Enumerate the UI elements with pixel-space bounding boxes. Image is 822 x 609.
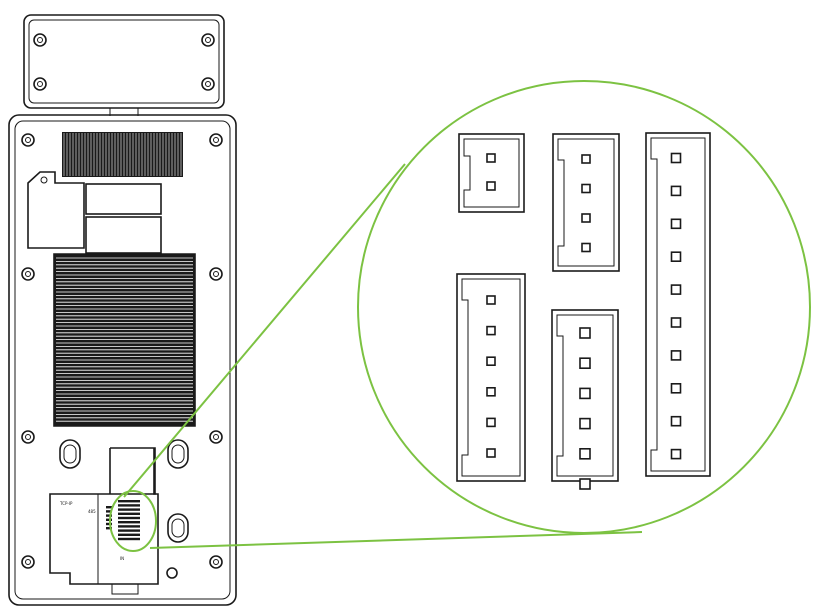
connector-pin <box>486 325 496 336</box>
connector-pin <box>581 213 591 223</box>
connector-pin <box>581 242 591 253</box>
mount-hole <box>59 439 81 469</box>
connector-4pin <box>552 133 620 272</box>
connector-pin <box>486 295 496 305</box>
connector-pin <box>579 387 591 400</box>
connector-pin <box>670 185 682 197</box>
body-screw <box>21 267 35 281</box>
connector-2pin <box>458 133 525 213</box>
device-body: TCP-IP 485 IN <box>8 114 237 606</box>
body-screw <box>209 267 223 281</box>
zoom-circle <box>357 80 811 534</box>
detail-highlight-circle <box>109 490 157 552</box>
connector-pin <box>486 386 496 397</box>
connector-pin <box>486 448 496 458</box>
connector-pin <box>581 183 591 194</box>
connector-pin <box>670 415 682 427</box>
sticker-upper <box>85 183 162 215</box>
body-screw <box>21 430 35 444</box>
pcb-label-485: 485 <box>88 509 96 514</box>
top-vent-grille <box>62 132 183 177</box>
pcb-connector-pins <box>106 500 140 541</box>
mount-hole <box>167 513 189 543</box>
connector-6pin <box>456 273 526 482</box>
connector-pin <box>486 153 496 163</box>
body-screw <box>21 555 35 569</box>
connector-pin <box>670 218 682 230</box>
connector-pin <box>670 350 682 361</box>
connector-pin <box>579 447 591 460</box>
body-screw <box>209 555 223 569</box>
connector-pin <box>670 317 682 328</box>
zoom-callout <box>109 80 811 552</box>
mount-hole <box>167 439 189 469</box>
pcb-area <box>49 493 159 585</box>
top-plate-screw <box>201 33 215 47</box>
connector-6pin-green <box>551 309 619 490</box>
top-plate-screw <box>33 33 47 47</box>
heat-sink-fins <box>56 257 193 422</box>
connector-pin <box>670 152 682 164</box>
connector-pin <box>581 154 591 164</box>
connector-10pin-green <box>645 132 711 477</box>
connector-pin <box>579 357 591 370</box>
connector-pin <box>670 448 682 460</box>
pcb-label-tcpip: TCP-IP <box>59 501 73 506</box>
connector-pin <box>486 181 496 191</box>
top-plate-screw <box>33 77 47 91</box>
connector-pin <box>670 251 682 262</box>
connector-pin <box>579 327 591 339</box>
callout-line-upper <box>123 163 406 498</box>
connector-pin <box>486 417 496 428</box>
sticker-lower <box>85 216 162 254</box>
body-screw <box>21 133 35 147</box>
connector-pin <box>579 478 591 490</box>
pcb-label-in: IN <box>120 556 124 561</box>
callout-line-lower <box>149 531 643 549</box>
connector-pin <box>670 284 682 295</box>
body-screw <box>209 430 223 444</box>
connector-pin <box>579 417 591 430</box>
connector-pin <box>486 356 496 367</box>
body-screw <box>209 133 223 147</box>
mount-bracket <box>27 171 85 249</box>
top-plate-screw <box>201 77 215 91</box>
connector-pin <box>670 382 682 394</box>
device-top-plate <box>23 14 225 116</box>
